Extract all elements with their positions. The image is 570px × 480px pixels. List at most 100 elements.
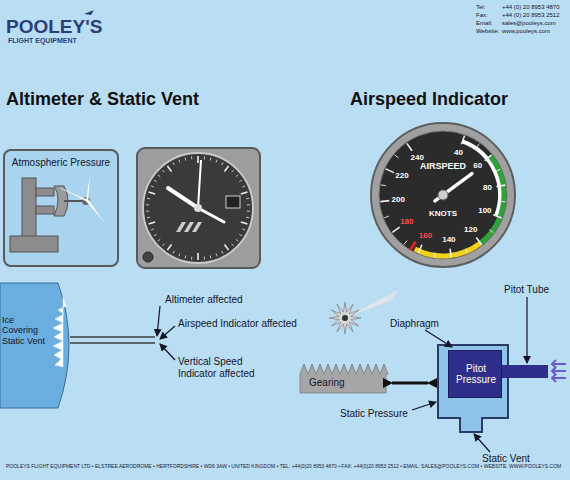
contact-key: Fax: bbox=[476, 12, 488, 19]
dial-number: 140 bbox=[442, 235, 455, 244]
altimeter-tick bbox=[162, 244, 164, 246]
altimeter-tick bbox=[197, 253, 199, 260]
fuselage-section bbox=[0, 283, 155, 408]
dial-number: 100 bbox=[478, 207, 491, 216]
airspeed-dial: AIRSPEEDKNOTS bbox=[371, 123, 515, 267]
altimeter-tick bbox=[210, 255, 212, 258]
altimeter-tick bbox=[191, 156, 192, 159]
altimeter-tick bbox=[154, 180, 157, 182]
altimeter-tick bbox=[210, 158, 212, 161]
altimeter-tick bbox=[162, 170, 164, 172]
altimeter-tick bbox=[216, 254, 217, 257]
dial-tick bbox=[381, 184, 386, 186]
altimeter-tick bbox=[191, 257, 192, 260]
needle-hub bbox=[438, 190, 448, 200]
dial-tick bbox=[476, 144, 479, 148]
pressure-panel: Atmospheric Pressure bbox=[3, 149, 119, 267]
altimeter-tick bbox=[146, 211, 149, 212]
panel-title: Atmospheric Pressure bbox=[5, 157, 117, 169]
dial-tick bbox=[407, 143, 412, 150]
dial-number: 180 bbox=[400, 217, 413, 226]
altimeter-tick bbox=[232, 170, 234, 172]
dial-number: 80 bbox=[483, 183, 492, 192]
aneroid-mechanism bbox=[10, 175, 104, 252]
red-line bbox=[410, 241, 415, 250]
dial-tick bbox=[404, 241, 407, 245]
altimeter-tick bbox=[204, 257, 205, 260]
pitot-pressure-box: Pitot Pressure bbox=[448, 350, 502, 398]
altimeter-tick bbox=[239, 180, 242, 182]
altimeter-tick bbox=[147, 217, 150, 219]
box-label: Pitot Pressure bbox=[449, 363, 503, 386]
dial-tick bbox=[392, 227, 399, 232]
flap-arc bbox=[462, 141, 500, 215]
dial-title: AIRSPEED bbox=[408, 161, 478, 171]
dial-number: 60 bbox=[473, 162, 482, 171]
dial-tick bbox=[489, 230, 493, 233]
dial-tick bbox=[418, 245, 422, 253]
altimeter-tick bbox=[247, 211, 250, 212]
altimeter-tick bbox=[236, 239, 238, 241]
altimeter-tick bbox=[224, 244, 228, 250]
altimeter-tick bbox=[222, 162, 223, 165]
altimeter-tick bbox=[149, 222, 156, 224]
panel-ground bbox=[3, 149, 119, 267]
leader-arrows bbox=[157, 306, 175, 360]
dial-tick bbox=[496, 185, 505, 186]
altimeter-tick bbox=[239, 234, 242, 236]
altimeter-tick bbox=[236, 175, 238, 177]
altimeter-tick bbox=[232, 244, 234, 246]
airspeed-needle bbox=[435, 174, 472, 201]
altimeter-tick bbox=[167, 244, 171, 250]
altimeter-tick bbox=[242, 186, 245, 187]
altimeter-tick bbox=[204, 156, 205, 159]
dial-number: 220 bbox=[395, 172, 408, 181]
altimeter-tick bbox=[185, 158, 187, 161]
dial-tick bbox=[384, 216, 389, 218]
dial-tick bbox=[461, 136, 464, 144]
ice-label: Ice Covering Static Vent bbox=[2, 315, 48, 346]
callout-label: Airspeed Indicator affected bbox=[178, 318, 297, 330]
altimeter-instrument bbox=[137, 148, 260, 268]
altimeter-tick bbox=[222, 251, 223, 254]
dial-tick bbox=[485, 155, 492, 161]
altimeter-tick bbox=[149, 192, 156, 194]
dial-number: 240 bbox=[411, 154, 424, 163]
altimeter-tick bbox=[173, 162, 174, 165]
part-name: Static Pressure bbox=[340, 408, 408, 420]
altimeter-tick bbox=[151, 229, 154, 230]
altimeter-tick bbox=[167, 166, 171, 172]
dial-tick bbox=[450, 249, 451, 258]
contact-value: +44 (0) 20 8953 2512 bbox=[502, 12, 560, 19]
section-title: Altimeter & Static Vent bbox=[6, 89, 199, 110]
dial-tick bbox=[465, 248, 467, 253]
part-name: Pitot Tube bbox=[504, 284, 549, 296]
dial-tick bbox=[501, 201, 506, 203]
dial-number: 200 bbox=[392, 195, 405, 204]
altimeter-tick bbox=[179, 160, 180, 163]
altimeter-tick bbox=[246, 198, 249, 200]
logo-text: POOLEY'S bbox=[6, 16, 102, 38]
altimeter-tick bbox=[241, 192, 248, 194]
footer-text: POOLEYS FLIGHT EQUIPMENT LTD • ELSTREE A… bbox=[6, 464, 564, 470]
dial-tick bbox=[496, 169, 501, 171]
airspeed-dial bbox=[371, 123, 515, 267]
contact-key: Tel: bbox=[476, 4, 485, 11]
callout-label: Vertical Speed Indicator affected bbox=[178, 356, 274, 379]
yellow-arc bbox=[415, 243, 481, 256]
gearing-mechanism bbox=[300, 290, 428, 393]
contact-key: Website: bbox=[476, 28, 499, 35]
dial-tick bbox=[380, 200, 389, 203]
altimeter-tick bbox=[185, 255, 187, 258]
altimeter-tick bbox=[147, 198, 150, 200]
altimeter-tick bbox=[197, 156, 199, 163]
altimeter-tick bbox=[146, 204, 149, 205]
altimeter-tick bbox=[158, 175, 160, 177]
altimeter-tick bbox=[247, 204, 250, 205]
dial-number: 160 bbox=[419, 232, 432, 241]
part-name: Static Vent bbox=[482, 453, 530, 465]
green-arc bbox=[481, 156, 504, 243]
altimeter-tick bbox=[179, 254, 180, 257]
altimeter-tick bbox=[246, 217, 249, 219]
